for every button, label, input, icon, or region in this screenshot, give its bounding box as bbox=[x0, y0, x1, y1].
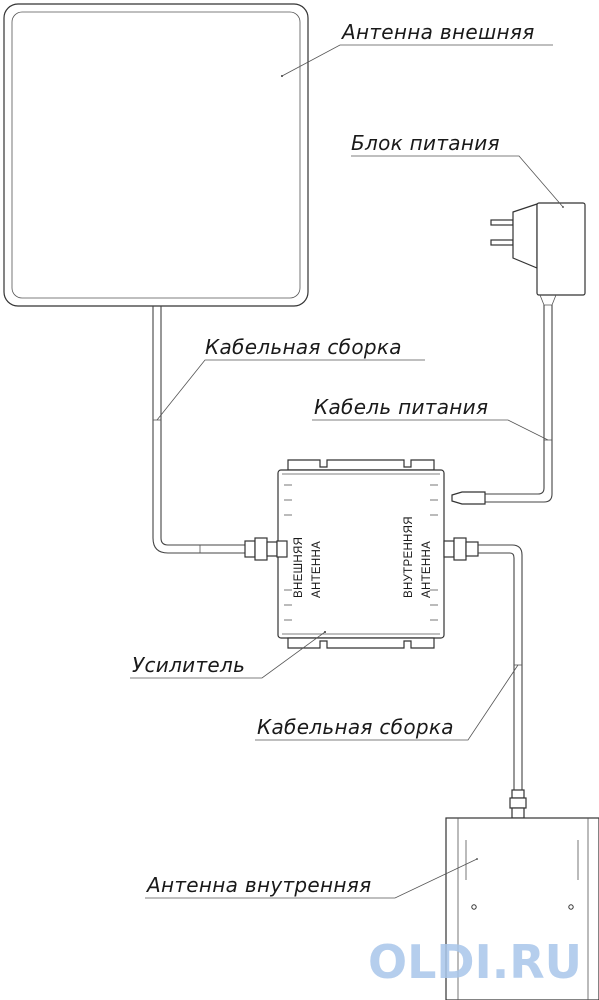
power-cable bbox=[451, 305, 553, 505]
amplifier-label: Усилитель bbox=[132, 653, 245, 677]
cable-assembly-bottom bbox=[453, 537, 527, 819]
internal-antenna-port-label-line1: ВНУТРЕННЯЯ bbox=[403, 516, 415, 598]
external-antenna-port-label-line2: АНТЕННА bbox=[311, 541, 323, 598]
cable-assembly-bottom-label: Кабельная сборка bbox=[257, 715, 454, 739]
indoor-antenna-label: Антенна внутренняя bbox=[145, 873, 371, 897]
power-supply-unit bbox=[490, 202, 586, 306]
outdoor-antenna-label: Антенна внешняя bbox=[340, 20, 535, 44]
power-supply-label: Блок питания bbox=[351, 131, 500, 155]
leader-lines bbox=[130, 44, 564, 899]
indoor-antenna-box bbox=[445, 817, 599, 1000]
watermark: OLDI.RU bbox=[368, 935, 582, 989]
external-antenna-port-label-line1: ВНЕШНЯЯ bbox=[293, 537, 305, 598]
outdoor-antenna-panel bbox=[3, 3, 309, 307]
internal-antenna-port-label-line2: АНТЕННА bbox=[421, 541, 433, 598]
power-cable-label: Кабель питания bbox=[314, 395, 488, 419]
amplifier-unit bbox=[276, 459, 455, 649]
cable-assembly-top-label: Кабельная сборка bbox=[205, 335, 402, 359]
